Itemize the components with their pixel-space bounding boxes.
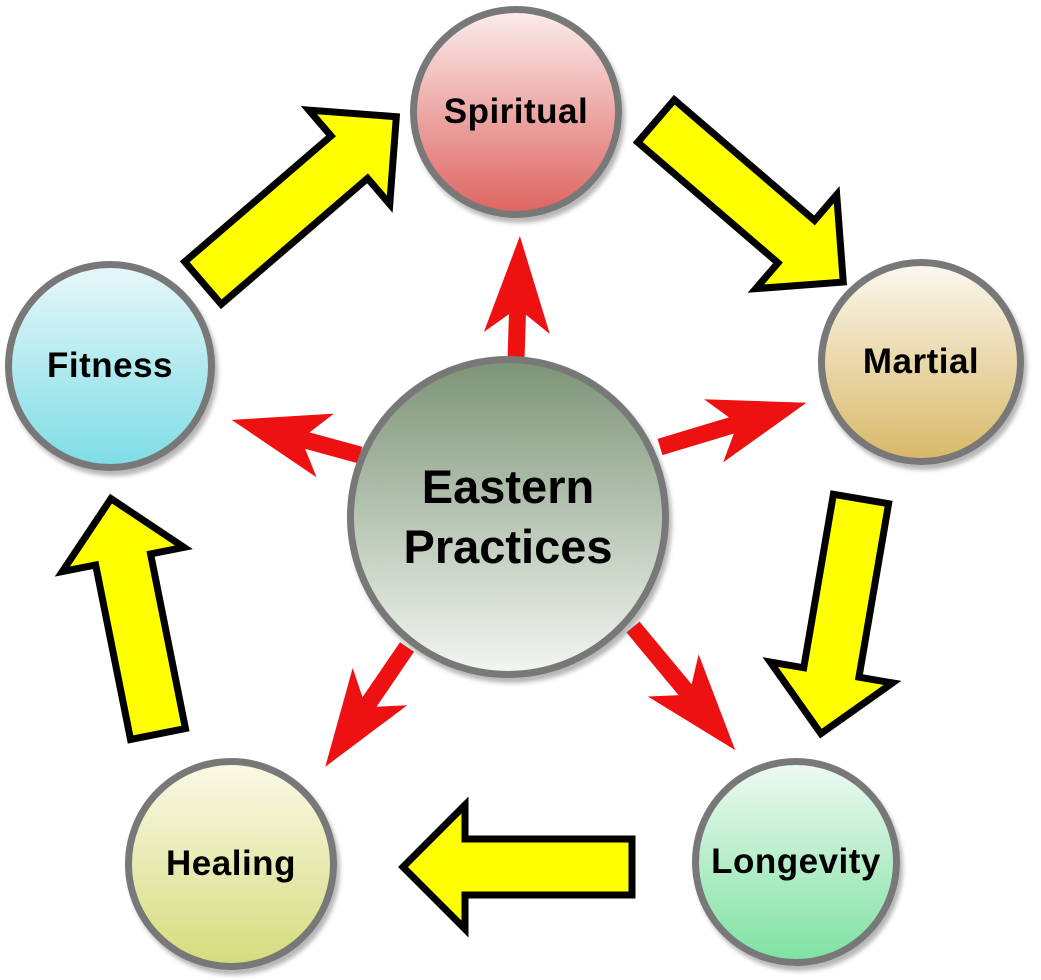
spoke-arrow-center-to-martial (657, 399, 807, 463)
red-arrow-head-icon (231, 413, 334, 478)
red-arrow-head-icon (647, 654, 736, 751)
node-spiritual: Spiritual (410, 6, 622, 218)
center-node: Eastern Practices (347, 356, 669, 678)
cycle-arrow-healing-to-fitness (54, 493, 193, 744)
spoke-arrow-center-to-healing (325, 642, 415, 767)
center-node-label-line2: Practices (403, 520, 613, 573)
node-longevity-label: Longevity (711, 842, 881, 881)
cycle-arrow-longevity-to-healing (398, 796, 636, 938)
block-arrow-up-icon (54, 493, 193, 744)
red-arrow-shaft (657, 415, 740, 456)
red-arrow-shaft (298, 430, 363, 464)
red-arrow-shaft (507, 307, 527, 361)
red-arrow-shaft (626, 621, 696, 701)
node-healing-label: Healing (166, 844, 296, 883)
block-arrow-down-right-icon (632, 94, 848, 293)
cycle-arrow-spiritual-to-martial (632, 94, 848, 293)
node-healing: Healing (125, 758, 337, 970)
red-arrow-shaft (358, 642, 415, 713)
red-arrow-head-icon (325, 668, 408, 767)
node-fitness-label: Fitness (46, 346, 174, 385)
node-spiritual-label: Spiritual (443, 92, 589, 131)
center-node-label: Eastern Practices (403, 457, 612, 576)
node-longevity: Longevity (692, 758, 900, 966)
block-arrow-down-icon (762, 490, 902, 739)
block-arrow-up-right-icon (179, 106, 401, 310)
spoke-arrow-center-to-fitness (231, 413, 363, 478)
node-martial: Martial (818, 259, 1024, 465)
center-node-label-line1: Eastern (421, 460, 595, 514)
red-arrow-head-icon (483, 236, 550, 335)
node-martial-label: Martial (862, 342, 980, 381)
spoke-arrow-center-to-spiritual (483, 236, 550, 361)
cycle-arrow-martial-to-longevity (762, 490, 902, 739)
node-fitness: Fitness (5, 261, 215, 471)
spoke-arrow-center-to-longevity (626, 621, 736, 751)
block-arrow-left-icon (398, 796, 636, 938)
cycle-arrow-fitness-to-spiritual (179, 106, 401, 310)
red-arrow-head-icon (704, 399, 807, 463)
